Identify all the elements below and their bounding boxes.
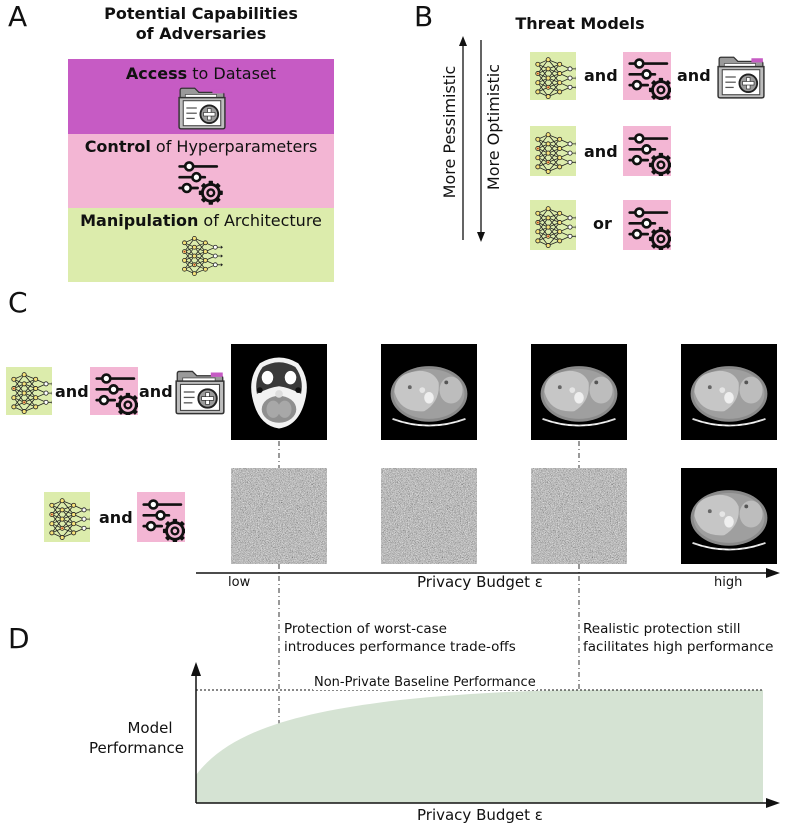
annotation-worst-case: Protection of worst-case introduces perf… xyxy=(284,620,516,656)
c-row1-sliders-tile xyxy=(90,367,138,415)
noise-reconstruction xyxy=(531,468,627,564)
c-row2-network-tile xyxy=(44,492,90,542)
panel-label-d: D xyxy=(8,622,30,655)
capabilities-title-line1: Potential Capabilities xyxy=(104,4,298,23)
threat-row2-sliders-tile xyxy=(623,126,671,176)
capability-manipulation-label: Manipulation of Architecture xyxy=(68,211,334,230)
pessimism-arrows xyxy=(459,36,485,242)
threat-row1-network-tile xyxy=(530,52,576,100)
low-label: low xyxy=(228,575,251,590)
c-row1-conj1: and xyxy=(55,382,89,401)
control-bold: Control xyxy=(84,137,151,156)
y-axis-label-line2: Performance xyxy=(88,739,184,757)
threat-row3-network-tile xyxy=(530,200,576,250)
panel-label-c: C xyxy=(8,286,28,319)
manip-rest: of Architecture xyxy=(198,211,322,230)
high-label: high xyxy=(714,575,743,590)
access-bold: Access xyxy=(125,64,188,83)
threat-row3-sliders-tile xyxy=(623,200,671,250)
threat-row3-conj1: or xyxy=(593,214,612,233)
control-rest: of Hyperparameters xyxy=(150,137,318,156)
capability-access-label: Access to Dataset xyxy=(68,64,334,83)
threat-row2-network-tile xyxy=(530,126,576,176)
panel-label-b: B xyxy=(414,0,434,33)
capability-manipulation-block: Manipulation of Architecture xyxy=(68,208,334,282)
annotation-realistic: Realistic protection still facilitates h… xyxy=(583,620,773,656)
y-axis-label: Model Performance xyxy=(84,718,184,758)
manip-bold: Manipulation xyxy=(80,211,199,230)
capability-control-block: Control of Hyperparameters xyxy=(68,134,334,208)
d-axis-label: Privacy Budget ε xyxy=(417,806,543,824)
c-row2-sliders-tile xyxy=(137,492,185,542)
threat-models-title: Threat Models xyxy=(515,14,645,33)
capability-access-block: Access to Dataset xyxy=(68,59,334,134)
c-axis-label: Privacy Budget ε xyxy=(417,573,543,591)
baseline-label: Non-Private Baseline Performance xyxy=(313,675,537,690)
capabilities-title-line2: of Adversaries xyxy=(135,24,267,43)
threat-row1-conj2: and xyxy=(677,66,711,85)
threat-row1-sliders-tile xyxy=(623,52,671,100)
c-row1-conj2: and xyxy=(139,382,173,401)
access-rest: to Dataset xyxy=(187,64,277,83)
annotation-realistic-line1: Realistic protection still xyxy=(583,621,741,637)
panel-label-a: A xyxy=(8,0,28,33)
performance-area xyxy=(196,690,763,803)
threat-row2-conj1: and xyxy=(584,142,618,161)
annotation-realistic-line2: facilitates high performance xyxy=(583,639,774,655)
threat-row1-conj1: and xyxy=(584,66,618,85)
noise-reconstruction xyxy=(231,468,327,564)
annotation-worst-case-line1: Protection of worst-case xyxy=(284,621,447,637)
capability-control-label: Control of Hyperparameters xyxy=(68,137,334,156)
c-row2-conj1: and xyxy=(99,508,133,527)
annotation-worst-case-line2: introduces performance trade-offs xyxy=(284,639,516,655)
noise-reconstruction xyxy=(381,468,477,564)
capabilities-title: Potential Capabilities of Adversaries xyxy=(68,4,334,44)
c-row1-network-tile xyxy=(6,367,52,415)
y-axis-label-line1: Model xyxy=(127,719,173,737)
